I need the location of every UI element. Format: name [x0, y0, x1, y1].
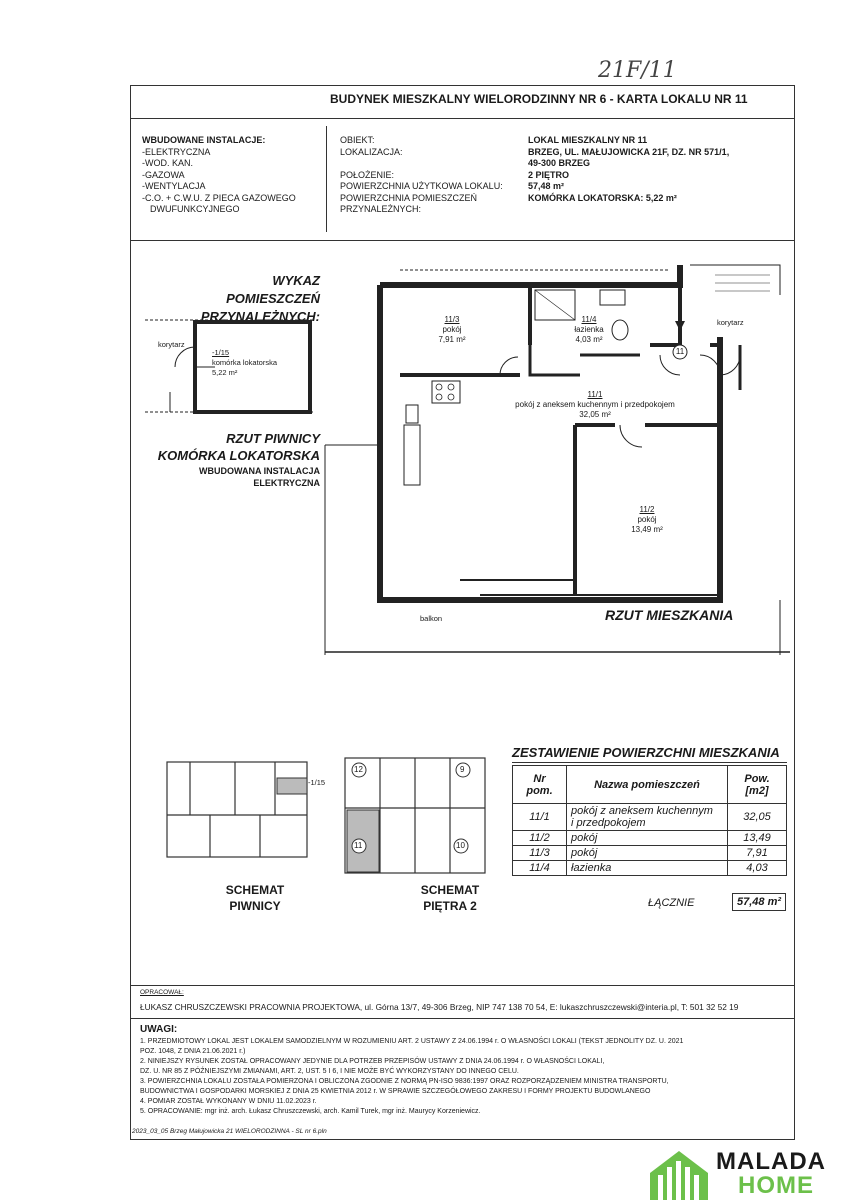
col-area-header: Pow. [m2]: [727, 765, 787, 804]
storage-room-label: -1/15 komórka lokatorska 5,22 m²: [212, 348, 277, 378]
handwritten-code: 21F/11: [598, 58, 677, 83]
scheme-unit-10: 10: [456, 841, 465, 850]
installation-item: DWUFUNKCYJNEGO: [150, 204, 240, 214]
storage-plan-drawing: [145, 319, 315, 414]
note-line: DZ. U. NR 85 Z PÓŹNIEJSZYMI ZMIANAMI, AR…: [140, 1068, 519, 1075]
file-reference: 2023_03_05 Brzeg Małujowicka 21 WIELOROD…: [132, 1128, 327, 1135]
room-11-4-label: 11/4 łazienka 4,03 m²: [574, 315, 604, 344]
value-usable-area: 57,48 m²: [528, 181, 565, 191]
balcony-label: balkon: [420, 614, 443, 623]
logo-home: HOME: [738, 1172, 814, 1199]
divider: [130, 985, 795, 986]
document-frame: [130, 85, 795, 1140]
divider: [326, 126, 327, 232]
label-position: POŁOŻENIE:: [340, 169, 395, 180]
storage-installation-note: WBUDOWANA INSTALACJA ELEKTRYCZNA: [199, 466, 320, 488]
value-postcode: 49-300 BRZEG: [528, 158, 591, 168]
label-location: LOKALIZACJA:: [340, 146, 403, 157]
note-line: 3. POWIERZCHNIA LOKALU ZOSTAŁA POMIERZON…: [140, 1078, 669, 1085]
note-line: 1. PRZEDMIOTOWY LOKAL JEST LOKALEM SAMOD…: [140, 1038, 684, 1045]
area-table-title: ZESTAWIENIE POWIERZCHNI MIESZKANIA: [512, 745, 780, 760]
divider: [130, 1018, 795, 1019]
document-title: BUDYNEK MIESZKALNY WIELORODZINNY NR 6 - …: [330, 92, 748, 106]
installations-heading: WBUDOWANE INSTALACJE:: [142, 135, 266, 145]
value-object: LOKAL MIESZKALNY NR 11: [528, 135, 648, 145]
corridor-label: korytarz: [717, 318, 744, 327]
storage-caption: RZUT PIWNICY KOMÓRKA LOKATORSKA: [157, 431, 320, 463]
notes-list: 1. PRZEDMIOTOWY LOKAL JEST LOKALEM SAMOD…: [140, 1037, 683, 1117]
apartment-plan-caption: RZUT MIESZKANIA: [605, 607, 734, 623]
installation-item: -ELEKTRYCZNA: [142, 146, 211, 157]
total-label: ŁĄCZNIE: [648, 897, 695, 909]
installations-block: WBUDOWANE INSTALACJE: -ELEKTRYCZNA -WOD.…: [142, 135, 296, 216]
value-position: 2 PIĘTRO: [528, 169, 570, 180]
scheme-unit-12: 12: [354, 765, 363, 774]
note-line: 2. NINIEJSZY RYSUNEK ZOSTAŁ OPRACOWANY J…: [140, 1058, 605, 1065]
room-11-1-label: 11/1 pokój z aneksem kuchennym i przedpo…: [515, 390, 675, 419]
scheme-unit-11: 11: [354, 841, 363, 850]
label-auxiliary-area-2: PRZYNALEŻNYCH:: [340, 204, 422, 214]
divider: [512, 762, 787, 763]
object-values: LOKAL MIESZKALNY NR 11 BRZEG, UL. MAŁUJO…: [528, 135, 729, 204]
storage-corridor-label: korytarz: [158, 340, 185, 349]
area-table: Nr pom. Nazwa pomieszczeń Pow. [m2] 11/1…: [512, 765, 787, 876]
col-name-header: Nazwa pomieszczeń: [566, 765, 728, 804]
storage-room-area: 5,22 m²: [212, 368, 238, 377]
building-logo-icon: [650, 1151, 708, 1200]
label-usable-area: POWIERZCHNIA UŻYTKOWA LOKALU:: [340, 181, 503, 191]
room-11-3-label: 11/3 pokój 7,91 m²: [438, 315, 466, 344]
divider: [130, 118, 795, 119]
unit-marker: 11: [675, 347, 685, 356]
col-nr-header: Nr pom.: [512, 765, 567, 804]
prepared-label: OPRACOWAŁ:: [140, 989, 184, 996]
storage-room-name: komórka lokatorska: [212, 358, 278, 367]
table-row: 11/3 pokój 7,91: [512, 845, 787, 861]
notes-heading: UWAGI:: [140, 1024, 178, 1035]
note-line: 5. OPRACOWANIE: mgr inż. arch. Łukasz Ch…: [140, 1108, 481, 1115]
scheme-unit-9: 9: [460, 765, 465, 774]
table-row: 11/2 pokój 13,49: [512, 830, 787, 846]
installation-item: -GAZOWA: [142, 169, 185, 180]
apartment-floor-plan: [324, 264, 790, 655]
floor-scheme-caption: SCHEMAT PIĘTRA 2: [420, 883, 480, 913]
installation-item: -C.O. + C.W.U. Z PIECA GAZOWEGO: [142, 192, 296, 203]
label-object: OBIEKT:: [340, 135, 375, 145]
company-info: ŁUKASZ CHRUSZCZEWSKI PRACOWNIA PROJEKTOW…: [140, 1002, 739, 1012]
note-line: 4. POMIAR ZOSTAŁ WYKONANY W DNIU 11.02.2…: [140, 1098, 317, 1105]
note-line: POZ. 1048, Z DNIA 21.06.2021 r.): [140, 1048, 246, 1055]
table-row: 11/4 łazienka 4,03: [512, 860, 787, 876]
logo-name: MALADA: [716, 1148, 826, 1175]
installation-item: -WENTYLACJA: [142, 181, 206, 191]
storage-room-number: -1/15: [212, 348, 230, 357]
value-location: BRZEG, UL. MAŁUJOWICKA 21F, DZ. NR 571/1…: [528, 146, 730, 157]
value-storage-area: KOMÓRKA LOKATORSKA: 5,22 m²: [528, 192, 677, 203]
object-labels: OBIEKT: LOKALIZACJA: POŁOŻENIE: POWIERZC…: [340, 135, 503, 216]
basement-scheme: [166, 761, 308, 858]
installation-item: -WOD. KAN.: [142, 158, 193, 168]
basement-scheme-caption: SCHEMAT PIWNICY: [225, 883, 285, 913]
label-auxiliary-area: POWIERZCHNIA POMIESZCZEŃ: [340, 192, 478, 203]
floor-2-scheme: [344, 757, 486, 874]
divider: [130, 240, 795, 241]
note-line: BUDOWNICTWA I GOSPODARKI MORSKIEJ Z DNIA…: [140, 1088, 651, 1095]
room-11-2-label: 11/2 pokój 13,49 m²: [631, 505, 663, 534]
basement-scheme-marker: -1/15: [308, 778, 326, 787]
total-value: 57,48 m²: [732, 893, 787, 911]
